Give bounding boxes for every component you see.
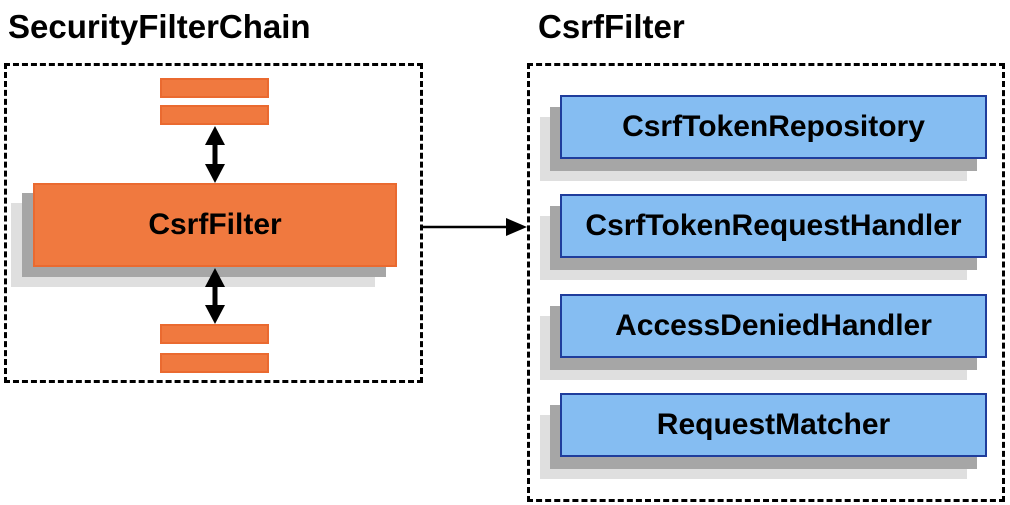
filter-bar — [160, 324, 269, 344]
security-filter-chain-container — [4, 63, 423, 383]
csrf-token-repository-label: CsrfTokenRepository — [622, 110, 925, 143]
connector-arrow — [423, 215, 528, 239]
access-denied-handler-label: AccessDeniedHandler — [615, 309, 932, 342]
bidirectional-arrow — [203, 268, 227, 324]
request-matcher-label: RequestMatcher — [656, 408, 891, 441]
csrf-filter-box-label: CsrfFilter — [148, 208, 282, 241]
csrf-token-request-handler-box: CsrfTokenRequestHandler — [560, 194, 987, 258]
filter-bar — [160, 353, 269, 373]
access-denied-handler-box: AccessDeniedHandler — [560, 294, 987, 358]
request-matcher-box: RequestMatcher — [560, 393, 987, 457]
bidirectional-arrow — [203, 126, 227, 183]
csrf-filter-box: CsrfFilter — [33, 183, 397, 267]
csrf-filter-container — [527, 63, 1005, 502]
security-filter-chain-title: SecurityFilterChain — [8, 8, 311, 45]
csrf-token-repository-box: CsrfTokenRepository — [560, 95, 987, 159]
csrf-token-request-handler-label: CsrfTokenRequestHandler — [585, 209, 962, 242]
csrf-filter-title: CsrfFilter — [538, 8, 685, 45]
filter-bar — [160, 105, 269, 125]
filter-bar — [160, 78, 269, 98]
